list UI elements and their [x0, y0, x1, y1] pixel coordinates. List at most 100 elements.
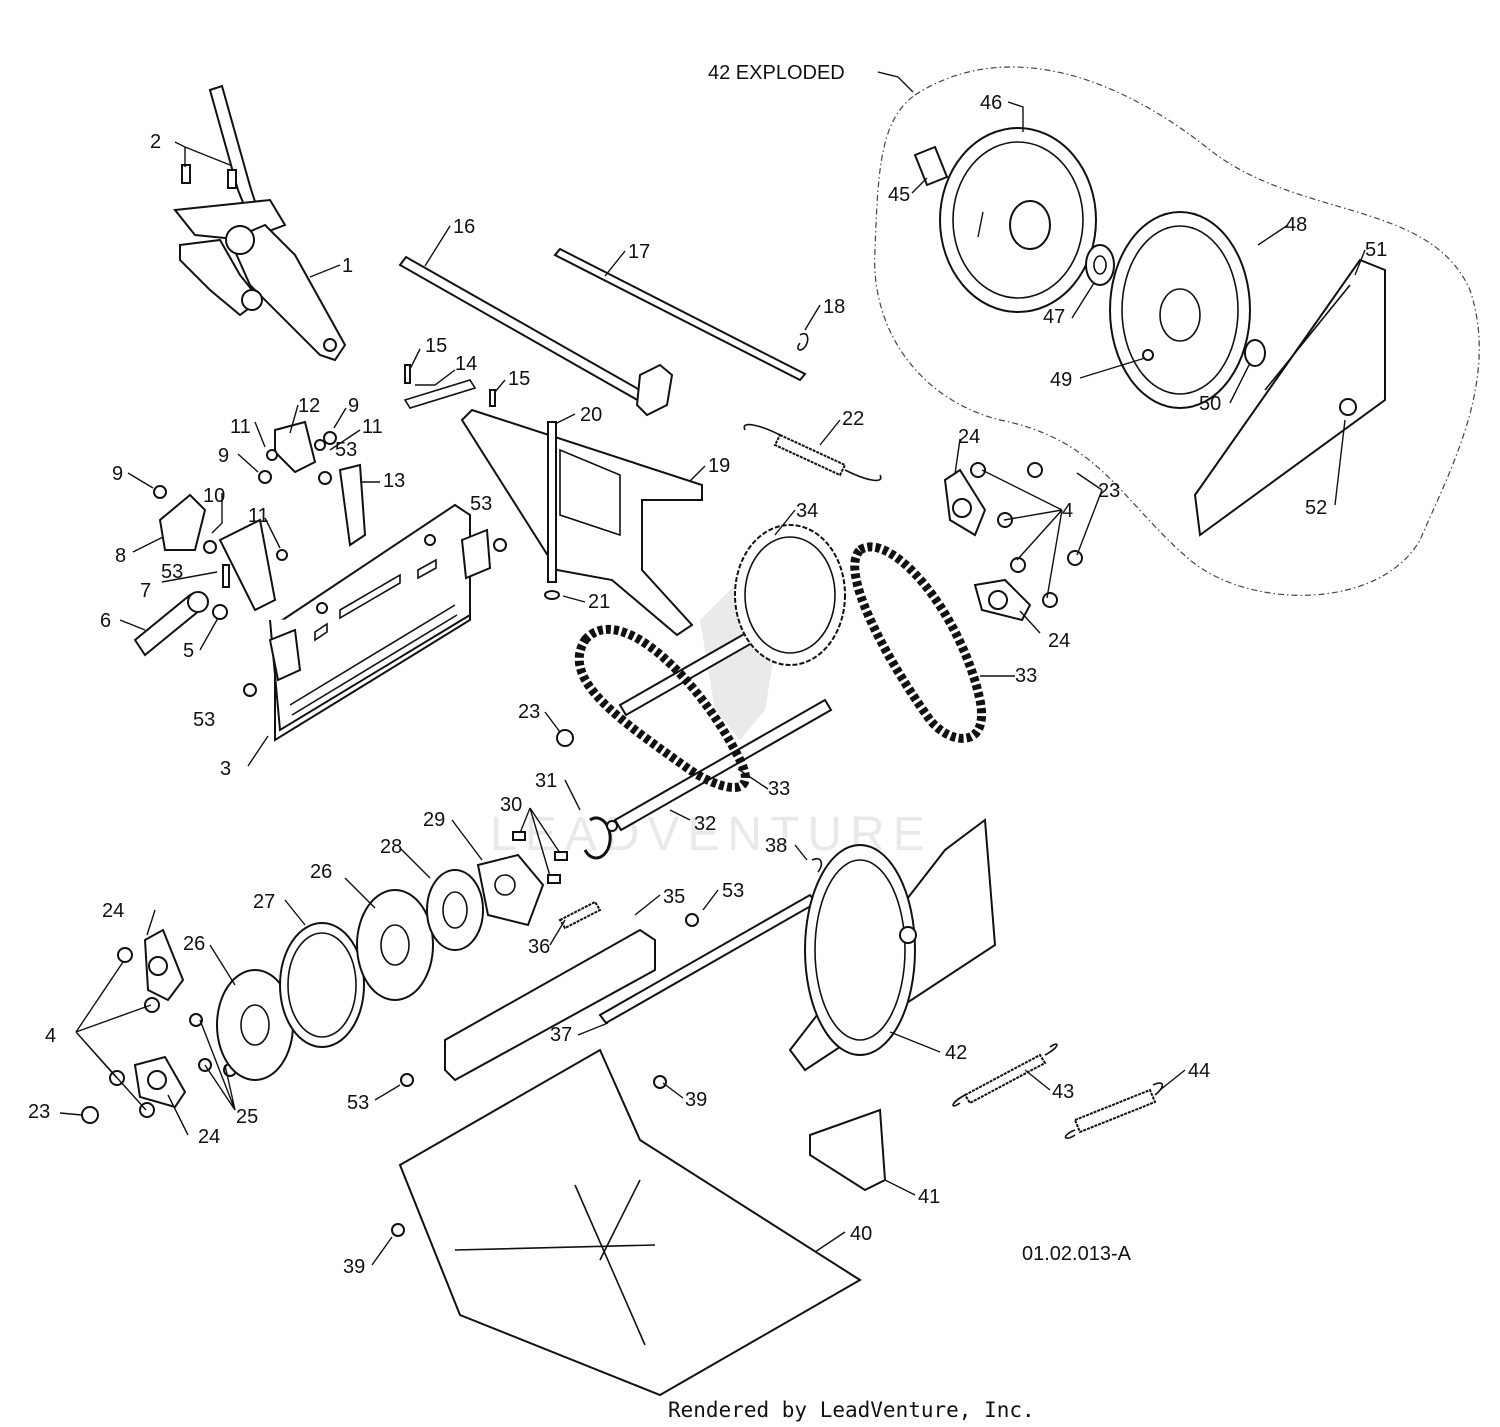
- callout-40: 40: [850, 1223, 872, 1245]
- part-47-bearing: [1085, 244, 1115, 286]
- callout-53-b: 53: [470, 493, 492, 515]
- part-23-nut-right-a: [1027, 462, 1043, 478]
- callout-24-left-upper: 24: [102, 900, 124, 922]
- callout-25: 25: [236, 1106, 258, 1128]
- callout-20: 20: [580, 404, 602, 426]
- part-33-chain-left: [574, 624, 750, 792]
- callout-35: 35: [663, 886, 685, 908]
- part-40-cover: [398, 1048, 862, 1397]
- callout-10: 10: [203, 485, 225, 507]
- part-11-nuts: [266, 439, 326, 561]
- callout-46: 46: [980, 92, 1002, 114]
- callout-7: 7: [140, 580, 151, 602]
- part-29-flange: [476, 853, 545, 927]
- callout-27: 27: [253, 891, 275, 913]
- callout-13: 13: [383, 470, 405, 492]
- part-7-pin: [222, 564, 230, 588]
- callout-23-left: 23: [28, 1101, 50, 1123]
- part-52-nut: [1339, 398, 1357, 416]
- part-5-washer: [212, 604, 228, 620]
- part-28-bearing-housing: [426, 869, 484, 951]
- part-14-link: [403, 379, 477, 409]
- callout-24-right-lower: 24: [1048, 630, 1070, 652]
- callout-24-right-upper: 24: [958, 426, 980, 448]
- part-2-screws: [181, 164, 237, 189]
- part-50-bushing: [1244, 339, 1266, 367]
- part-30-bolts: [512, 831, 568, 884]
- callout-16: 16: [453, 216, 475, 238]
- part-46-pulley-half: [939, 127, 1097, 313]
- callout-9-c: 9: [348, 395, 359, 417]
- callout-42-exploded: 42 EXPLODED: [708, 62, 845, 84]
- callout-labels: 2 1 3 4 4 5 6 7 8 9 9 9 10 11 11 11 12 1…: [28, 62, 1387, 1278]
- footer-credit: Rendered by LeadVenture, Inc.: [668, 1398, 1035, 1422]
- part-12-plate: [274, 420, 317, 474]
- part-18-clip: [797, 332, 809, 351]
- part-23-nut-right-b: [1067, 550, 1083, 566]
- part-42-housing: [788, 818, 997, 1072]
- part-24-flange-left-lower: [133, 1055, 187, 1109]
- part-23-nut-center: [556, 729, 574, 747]
- part-24-flange-right-upper: [943, 468, 987, 537]
- part-49-screw: [1142, 349, 1154, 361]
- callout-50: 50: [1199, 393, 1221, 415]
- callout-51: 51: [1365, 239, 1387, 261]
- part-19-bracket: [460, 408, 703, 637]
- part-32-shaft: [606, 698, 833, 832]
- part-44-spring: [1064, 1082, 1164, 1139]
- part-38-clip: [811, 857, 823, 873]
- part-35-bracket: [444, 928, 656, 1082]
- callout-17: 17: [628, 241, 650, 263]
- part-34-sprocket: [734, 524, 846, 666]
- callout-3: 3: [220, 758, 231, 780]
- part-8-plate: [158, 493, 207, 551]
- part-31-ring: [583, 816, 612, 860]
- callout-47: 47: [1043, 306, 1065, 328]
- callout-37: 37: [550, 1024, 572, 1046]
- callout-21: 21: [588, 591, 610, 613]
- callout-11-c: 11: [248, 505, 269, 527]
- part-26-disc-right: [356, 889, 434, 1001]
- callout-6: 6: [100, 610, 111, 632]
- part-15-pin-b: [489, 389, 496, 407]
- callout-32: 32: [694, 813, 716, 835]
- callout-1: 1: [342, 255, 353, 277]
- part-27-belt-ring: [279, 922, 365, 1048]
- callout-9-a: 9: [112, 463, 123, 485]
- callout-49: 49: [1050, 369, 1072, 391]
- part-15-pin-a: [404, 364, 411, 384]
- callout-26-left: 26: [183, 933, 205, 955]
- part-51-housing: [1193, 258, 1386, 537]
- part-33-chain-right: [850, 542, 986, 743]
- callout-22: 22: [842, 408, 864, 430]
- drawing-code: 01.02.013-A: [1022, 1243, 1132, 1265]
- part-13-bracket: [338, 463, 367, 547]
- callout-5: 5: [183, 640, 194, 662]
- part-4-bolts-right: [970, 462, 1058, 608]
- part-1-control-bracket: [173, 84, 347, 362]
- callout-31: 31: [535, 770, 557, 792]
- callout-39-upper: 39: [685, 1089, 707, 1111]
- callout-23-center: 23: [518, 701, 540, 723]
- exploded-view-outline: [874, 66, 1480, 596]
- part-22-spring: [743, 423, 882, 482]
- part-43-spring: [952, 1043, 1058, 1107]
- part-16-rod-end: [635, 363, 674, 417]
- callout-28: 28: [380, 836, 402, 858]
- callout-30: 30: [500, 794, 522, 816]
- callout-4-left: 4: [45, 1025, 56, 1047]
- part-45-stud: [913, 145, 949, 187]
- callout-53-a: 53: [335, 439, 357, 461]
- callout-53-d: 53: [193, 709, 215, 731]
- callout-26-right: 26: [310, 861, 332, 883]
- callout-41: 41: [918, 1186, 940, 1208]
- callout-33-right: 33: [1015, 665, 1037, 687]
- callout-4-right: 4: [1062, 500, 1073, 522]
- callout-38: 38: [765, 835, 787, 857]
- part-9-bolts: [153, 431, 337, 499]
- callout-44: 44: [1188, 1060, 1210, 1082]
- callout-18: 18: [823, 296, 845, 318]
- part-3-plate: [268, 503, 492, 742]
- callout-53-c: 53: [161, 561, 183, 583]
